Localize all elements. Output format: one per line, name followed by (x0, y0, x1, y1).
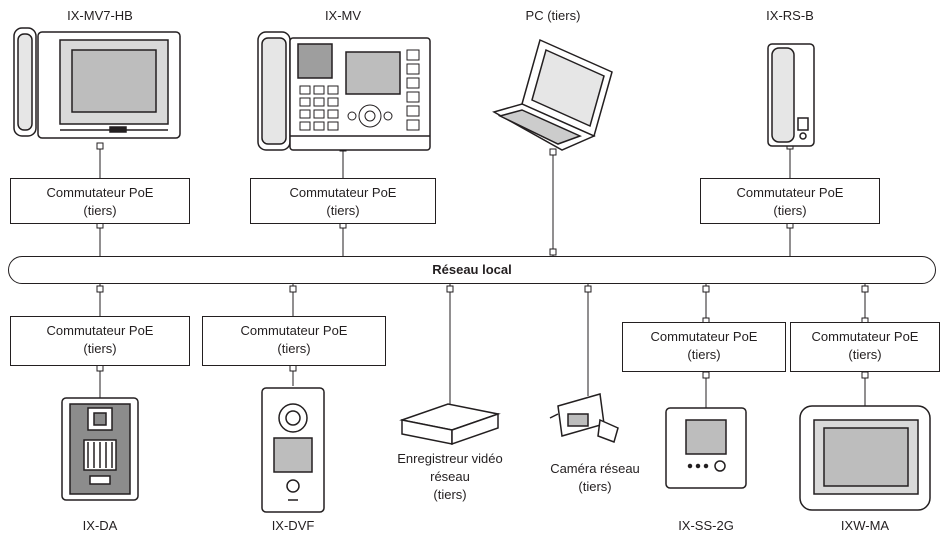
switch-title: Commutateur PoE (289, 185, 397, 200)
ix-rs-b-device (767, 43, 815, 147)
nvr-label-line: (tiers) (433, 487, 467, 502)
ix-dvf-label: IX-DVF (271, 518, 315, 533)
nvr-label-line: réseau (430, 469, 470, 484)
switch-title: Commutateur PoE (240, 323, 348, 338)
switch-note: (tiers) (83, 341, 117, 356)
switch-title: Commutateur PoE (811, 329, 919, 344)
poe-switch-7: Commutateur PoE (tiers) (790, 322, 940, 372)
camera-label-line: (tiers) (578, 479, 612, 494)
poe-switch-6: Commutateur PoE (tiers) (622, 322, 786, 372)
ix-da-label: IX-DA (82, 518, 118, 533)
switch-note: (tiers) (848, 347, 882, 362)
poe-switch-3: Commutateur PoE (tiers) (700, 178, 880, 224)
network-camera-device (549, 393, 619, 443)
local-network-bus: Réseau local (8, 256, 936, 284)
ix-mv7-hb-device (13, 27, 181, 139)
switch-note: (tiers) (773, 203, 807, 218)
ix-rs-b-label: IX-RS-B (766, 8, 814, 23)
camera-label-line: Caméra réseau (550, 461, 640, 476)
poe-switch-1: Commutateur PoE (tiers) (10, 178, 190, 224)
ix-mv7-hb-label: IX-MV7-HB (67, 8, 133, 23)
ixw-ma-device (799, 405, 931, 511)
switch-title: Commutateur PoE (736, 185, 844, 200)
ix-ss-2g-label: IX-SS-2G (678, 518, 734, 533)
switch-note: (tiers) (326, 203, 360, 218)
ixw-ma-label: IXW-MA (840, 518, 890, 533)
ix-mv-device (257, 31, 431, 151)
nvr-device (399, 403, 501, 446)
ix-da-device (61, 397, 139, 501)
poe-switch-5: Commutateur PoE (tiers) (202, 316, 386, 366)
switch-note: (tiers) (687, 347, 721, 362)
ix-ss-2g-device (665, 407, 747, 489)
switch-note: (tiers) (277, 341, 311, 356)
ix-dvf-device (261, 387, 325, 513)
pc-laptop-device (492, 38, 613, 151)
camera-label: Caméra réseau (tiers) (520, 460, 670, 496)
poe-switch-4: Commutateur PoE (tiers) (10, 316, 190, 366)
nvr-label: Enregistreur vidéo réseau (tiers) (370, 450, 530, 504)
nvr-label-line: Enregistreur vidéo (397, 451, 503, 466)
ix-mv-label: IX-MV (324, 8, 362, 23)
switch-note: (tiers) (83, 203, 117, 218)
switch-title: Commutateur PoE (46, 323, 154, 338)
switch-title: Commutateur PoE (46, 185, 154, 200)
switch-title: Commutateur PoE (650, 329, 758, 344)
poe-switch-2: Commutateur PoE (tiers) (250, 178, 436, 224)
pc-label: PC (tiers) (525, 8, 581, 23)
